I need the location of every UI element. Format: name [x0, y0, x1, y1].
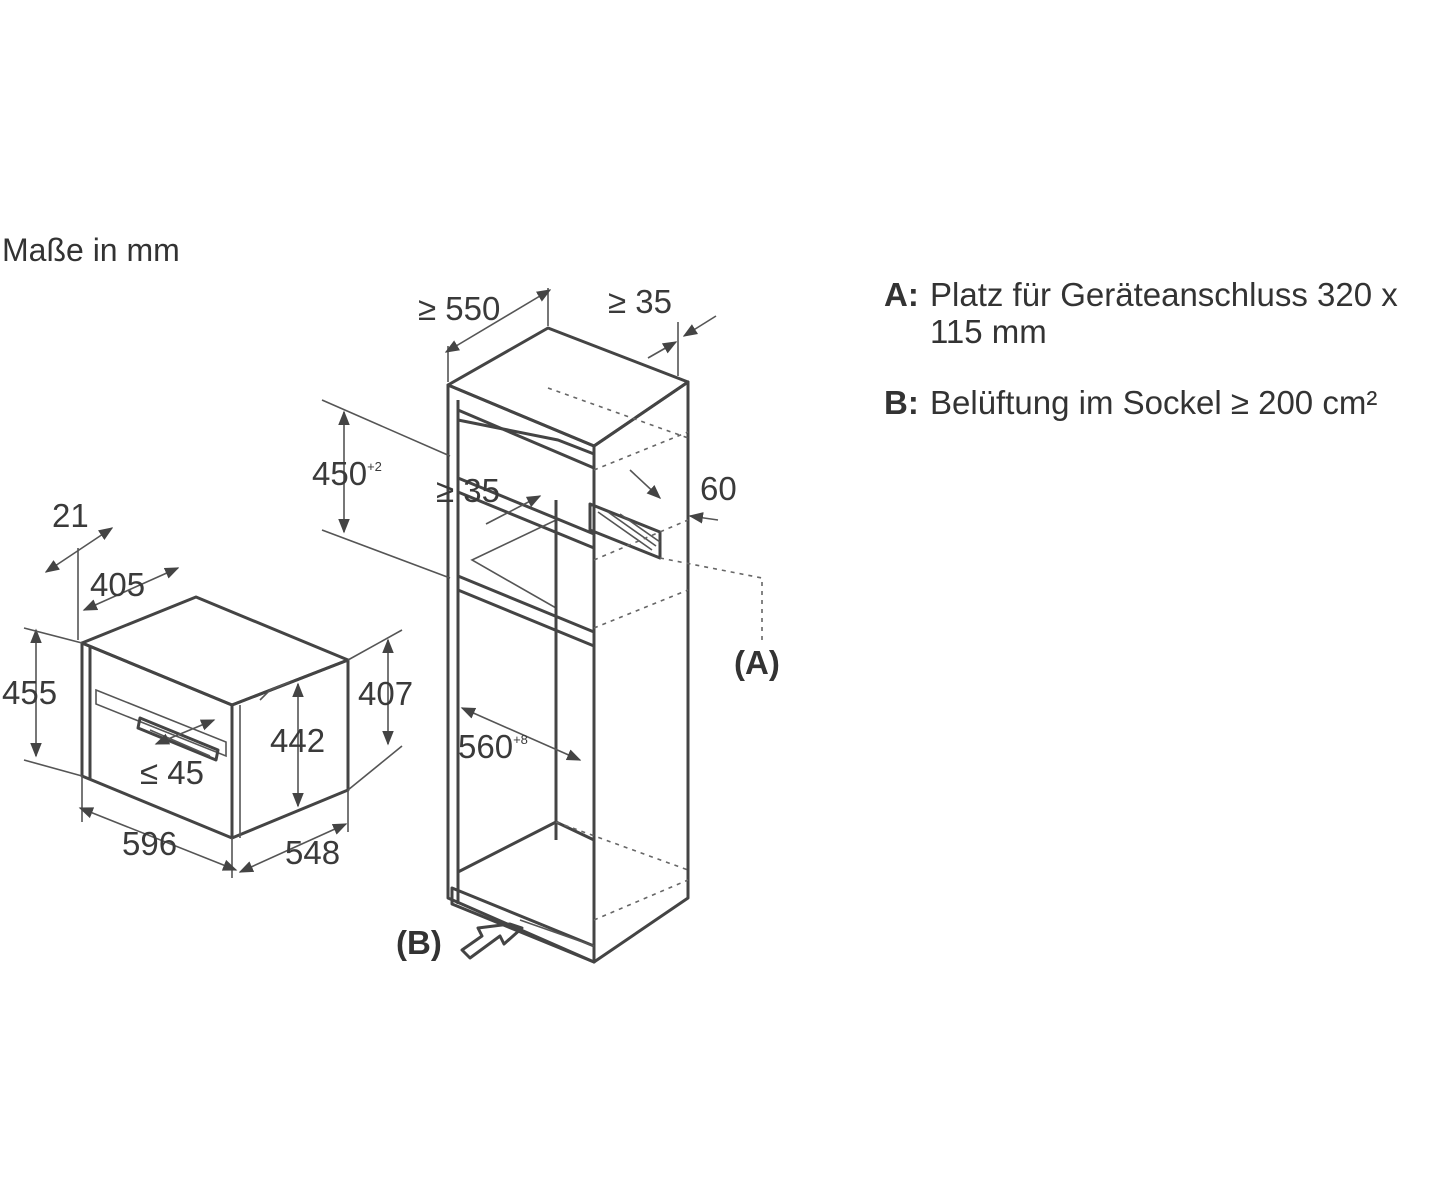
- dim-side-height: 407: [358, 675, 413, 712]
- cabinet-plinth: [450, 886, 596, 964]
- callout-a: (A): [734, 644, 780, 681]
- cabinet-dimensions: ≥ 550 ≥ 35 450+2 ≥ 35 60 560+8: [312, 283, 737, 765]
- dim-width: 596: [122, 825, 177, 862]
- dim-niche-width-tolerance: +8: [513, 732, 528, 747]
- dim-top-gap: ≥ 35: [608, 283, 672, 320]
- dim-side-gap: 60: [700, 470, 737, 507]
- legend-text-b: Belüftung im Sockel ≥ 200 cm²: [930, 384, 1378, 421]
- niche-top-board: [456, 476, 596, 550]
- legend-item-a: A: Platz für Geräteanschluss 320 x 115 m…: [884, 276, 1440, 350]
- oven-dimensions: 21 405 455 442 407 ≤ 45 596 548: [2, 497, 413, 878]
- units-label: Maße in mm: [2, 232, 180, 268]
- dim-shelf-gap: ≥ 35: [436, 472, 500, 509]
- dim-niche-height-value: 450: [312, 455, 367, 492]
- niche-bottom-board: [456, 574, 596, 648]
- cabinet-top: [446, 326, 690, 448]
- dim-niche-width: 560+8: [458, 728, 528, 765]
- dim-niche-height: 450+2: [312, 455, 382, 492]
- dim-inner-height: 442: [270, 722, 325, 759]
- cabinet-side: [592, 380, 690, 964]
- callouts: (A) (B): [396, 644, 780, 961]
- oven-drawing: [80, 595, 350, 840]
- airflow-arrow-icon: [460, 922, 524, 960]
- dim-cabinet-depth: ≥ 550: [418, 290, 500, 327]
- legend-key-a: A:: [884, 276, 919, 313]
- legend-text-a: Platz für Geräteanschluss 320 x 115 mm: [930, 276, 1398, 350]
- dim-niche-width-value: 560: [458, 728, 513, 765]
- dim-depth: 548: [285, 834, 340, 871]
- cabinet-drawing: [446, 326, 763, 964]
- callout-b: (B): [396, 924, 442, 961]
- oven-top: [80, 595, 350, 707]
- oven-front: [80, 641, 234, 840]
- dim-niche-height-tolerance: +2: [367, 459, 382, 474]
- dim-front-thickness: 21: [52, 497, 89, 534]
- legend: A: Platz für Geräteanschluss 320 x 115 m…: [884, 276, 1440, 455]
- dim-top-depth: 405: [90, 566, 145, 603]
- dim-handle-gap: ≤ 45: [140, 754, 204, 791]
- dim-total-height: 455: [2, 674, 57, 711]
- legend-key-b: B:: [884, 384, 919, 421]
- legend-item-b: B: Belüftung im Sockel ≥ 200 cm²: [884, 384, 1440, 421]
